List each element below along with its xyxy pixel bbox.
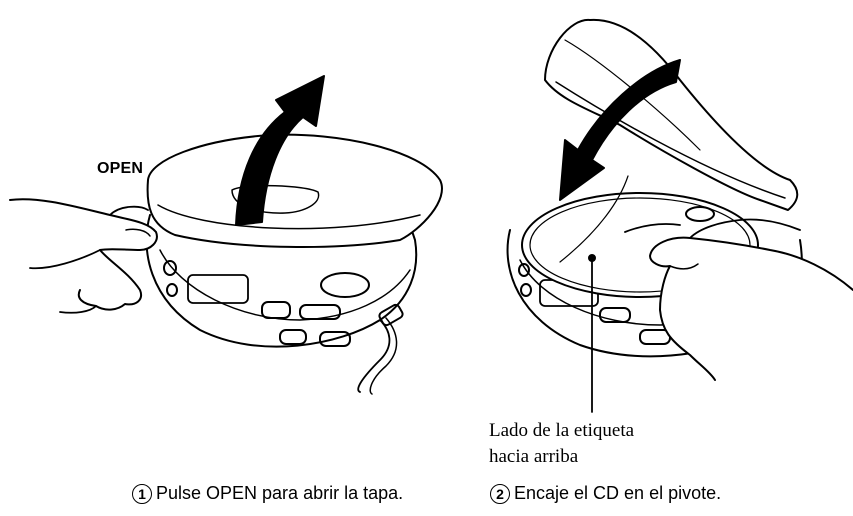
step-2-caption: 2 Encaje el CD en el pivote.: [490, 483, 721, 504]
open-button-label: OPEN: [97, 160, 144, 177]
cd-insert-illustration: [506, 18, 853, 413]
cd-player-icon: [145, 214, 418, 348]
down-arrow-icon: [559, 59, 681, 201]
cd-player-opening-illustration: [9, 75, 443, 395]
step-1-number: 1: [132, 483, 152, 504]
step-1-text: Pulse OPEN para abrir la tapa.: [156, 483, 404, 503]
label-side-line-1: Lado de la etiqueta: [489, 420, 635, 441]
step-2-text: Encaje el CD en el pivote.: [514, 483, 722, 503]
hand-icon: [9, 198, 158, 311]
step-2-number: 2: [490, 483, 510, 504]
up-arrow-icon: [235, 75, 325, 226]
step-1-caption: 1 Pulse OPEN para abrir la tapa.: [132, 483, 403, 504]
label-side-line-2: hacia arriba: [489, 446, 579, 467]
label-side-up-caption: Lado de la etiqueta hacia arriba: [489, 418, 634, 470]
